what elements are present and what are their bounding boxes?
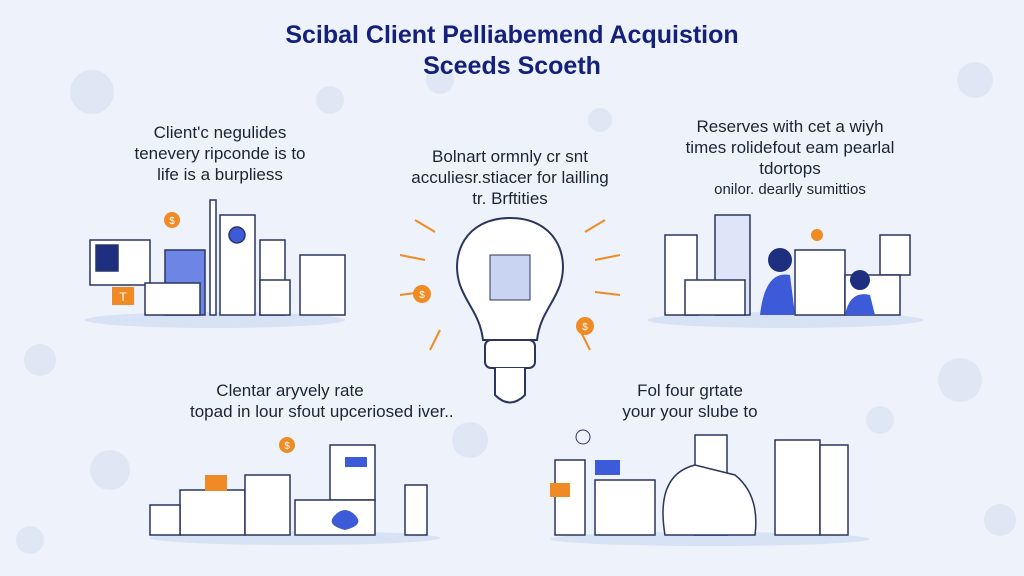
team-illustration-top-right xyxy=(647,214,923,328)
caption-bottom-left: Clentar aryvely rate topad in lour sfout… xyxy=(190,380,454,422)
person-icon xyxy=(768,248,792,272)
person-icon xyxy=(850,270,870,290)
title-line-2: Sceeds Scoeth xyxy=(423,52,601,80)
bulb-base xyxy=(484,339,536,369)
clock-icon xyxy=(575,429,591,445)
caption-line: Bolnart ormnly cr snt xyxy=(432,147,588,166)
communication-illustration-bottom-left: $ xyxy=(149,437,440,545)
page-title: Scibal Client Pelliabemend Acquistion Sc… xyxy=(0,20,1024,82)
caption-line: Client'c negulides xyxy=(153,123,287,142)
caption-top-left: Client'c negulides tenevery ripconde is … xyxy=(120,122,320,185)
coin-symbol: $ xyxy=(284,441,290,452)
caption-line: tdortops xyxy=(759,159,821,178)
caption-line: your your slube to xyxy=(622,402,758,421)
title-line-1: Scibal Client Pelliabemend Acquistion xyxy=(285,21,739,49)
monitor-icon xyxy=(95,244,119,272)
envelope-icon xyxy=(205,475,227,491)
platform xyxy=(85,312,345,328)
coin-symbol: $ xyxy=(169,216,175,227)
caption-line: topad in lour sfout upceriosed iver.. xyxy=(190,402,454,421)
heart-icon xyxy=(331,510,359,530)
envelope-icon xyxy=(550,483,570,497)
caption-line: acculiesr.stiacer for lailling xyxy=(411,168,609,187)
caption-line: times rolidefout eam pearlal xyxy=(685,138,895,157)
caption-line: tenevery ripconde is to xyxy=(134,144,306,163)
coin-icon xyxy=(164,212,180,228)
lightbulb-illustration: $$ xyxy=(399,216,621,404)
coin-symbol: $ xyxy=(419,290,425,301)
caption-line: Reserves with cet a wiyh xyxy=(696,117,884,136)
caption-top-right: Reserves with cet a wiyh times rolidefou… xyxy=(680,116,900,200)
caption-line: tr. Brftities xyxy=(472,189,548,208)
coin-icon xyxy=(576,317,594,335)
tile-icon xyxy=(112,287,134,305)
caption-line: onilor. dearlly sumittios xyxy=(714,181,866,198)
coin-icon xyxy=(279,437,295,453)
growth-illustration-bottom-right xyxy=(550,429,870,546)
caption-line: Fol four grtate xyxy=(637,381,743,400)
caption-center: Bolnart ormnly cr snt acculiesr.stiacer … xyxy=(390,146,630,209)
office-illustration-top-left: T $ xyxy=(85,199,346,328)
caption-line: life is a burpliess xyxy=(157,165,283,184)
tile-letter: T xyxy=(119,290,127,304)
coin-icon xyxy=(413,285,431,303)
caption-line: Clentar aryvely rate xyxy=(216,381,364,400)
coin-symbol: $ xyxy=(582,322,588,333)
monitor-icon xyxy=(595,460,620,475)
caption-bottom-right: Fol four grtate your your slube to xyxy=(590,380,790,422)
